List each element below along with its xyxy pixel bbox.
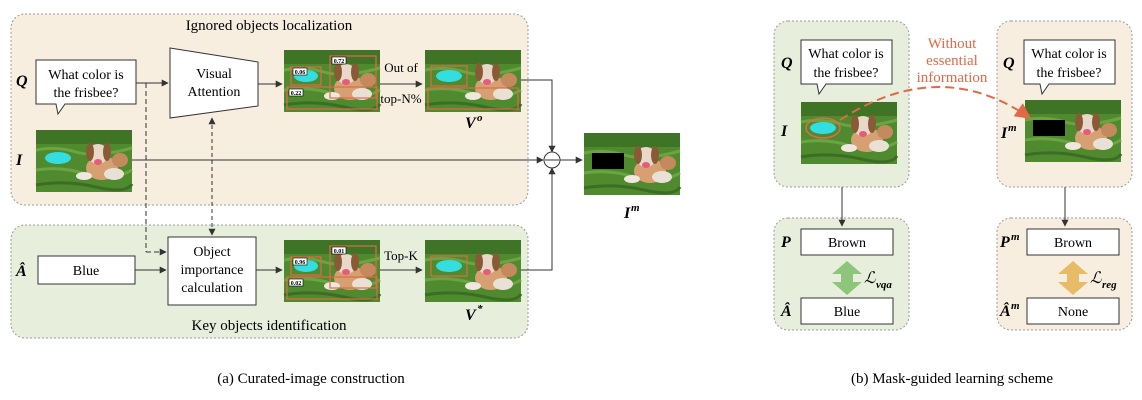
a-hat-m-symbol: Â <box>999 301 1011 320</box>
visual-attention-line2: Attention <box>188 85 241 100</box>
attention-map-image: 0.72 0.06 0.22 <box>282 48 382 114</box>
right-masked-image <box>1023 98 1123 164</box>
i-m-sup: m <box>631 202 640 214</box>
score-label: 0.02 <box>291 281 302 287</box>
score-label: 0.01 <box>334 249 345 255</box>
answer-right-text: None <box>1058 305 1088 320</box>
ignored-objects-region <box>10 13 529 206</box>
a-hat-m-sup: m <box>1011 300 1020 312</box>
vqa-loss-arrow <box>832 261 862 295</box>
right-question-bubble <box>800 39 893 96</box>
masked-image-output <box>582 131 682 197</box>
prediction-box-right <box>1026 228 1120 256</box>
p-m-symbol: P <box>999 234 1010 251</box>
key-objects-region <box>10 224 529 339</box>
loss-vqa-sub: vqa <box>876 279 892 291</box>
right-question2-line2: the frisbee? <box>1037 66 1102 81</box>
i-m-symbol: I <box>623 205 631 222</box>
loss-reg-sub: reg <box>1102 279 1117 291</box>
v-o-image <box>423 48 523 114</box>
bottom-region-title: Key objects identification <box>192 318 347 334</box>
left-caption: (a) Curated-image construction <box>217 371 405 387</box>
i-symbol: I <box>15 152 23 169</box>
object-importance-line1: Object <box>193 245 230 260</box>
left-a-hat-symbol: Â <box>780 301 792 320</box>
right-q-symbol: Q <box>781 55 793 72</box>
answer-left-text: Blue <box>834 305 860 320</box>
prediction-right-text: Brown <box>1054 236 1092 251</box>
right-i-m-sup: m <box>1008 122 1017 134</box>
top-region-title: Ignored objects localization <box>186 18 353 34</box>
right-caption: (b) Mask-guided learning scheme <box>851 371 1053 387</box>
score-label: 0.72 <box>334 59 345 65</box>
q-symbol: Q <box>16 73 28 90</box>
prediction-left-text: Brown <box>828 236 866 251</box>
top-k-label: Top-K <box>384 248 418 263</box>
right-i-symbol: I <box>780 123 788 140</box>
right-i-m-symbol: I <box>1000 125 1008 142</box>
question-text-line1: What color is <box>48 68 123 83</box>
answer-box-left <box>800 297 894 325</box>
question-bubble <box>35 59 137 116</box>
a-hat-symbol: Â <box>15 261 27 280</box>
answer-box-right <box>1026 297 1120 325</box>
score-label: 0.06 <box>295 70 306 76</box>
v-o-symbol: V <box>465 115 477 132</box>
score-label: 0.96 <box>295 260 306 266</box>
visual-attention-block <box>169 47 259 119</box>
right-question-line1: What color is <box>808 47 883 62</box>
answer-box-text: Blue <box>73 264 99 279</box>
importance-map-image: 0.01 0.96 0.02 <box>282 238 382 304</box>
reg-loss-arrow <box>1058 261 1088 295</box>
p-m-sup: m <box>1011 231 1020 243</box>
right-question-bubble-2 <box>1023 39 1116 96</box>
out-of-label: Out of <box>384 60 418 75</box>
right-question2-line1: What color is <box>1031 47 1106 62</box>
object-importance-line2: importance <box>181 263 244 278</box>
v-star-symbol: V <box>465 307 477 324</box>
right-original-image <box>799 100 899 166</box>
v-o-sup: o <box>477 112 483 124</box>
v-star-sup: * <box>477 303 483 315</box>
p-symbol: P <box>780 234 791 251</box>
question-text-line2: the frisbee? <box>54 86 119 101</box>
without-label: Without <box>928 36 977 52</box>
right-q2-symbol: Q <box>1003 55 1015 72</box>
essential-label: essential <box>926 53 978 69</box>
information-label: information <box>917 70 988 86</box>
right-question-line2: the frisbee? <box>814 66 879 81</box>
object-importance-line3: calculation <box>181 281 242 296</box>
loss-vqa-symbol: ℒ <box>864 270 876 287</box>
v-star-image <box>423 238 523 304</box>
score-label: 0.22 <box>291 91 302 97</box>
top-n-label: top-N% <box>380 91 421 106</box>
object-importance-block <box>167 236 257 306</box>
prediction-box-left <box>800 228 894 256</box>
input-image <box>34 128 134 194</box>
loss-reg-symbol: ℒ <box>1090 270 1102 287</box>
without-info-arrow <box>839 86 1032 121</box>
visual-attention-line1: Visual <box>196 67 232 82</box>
